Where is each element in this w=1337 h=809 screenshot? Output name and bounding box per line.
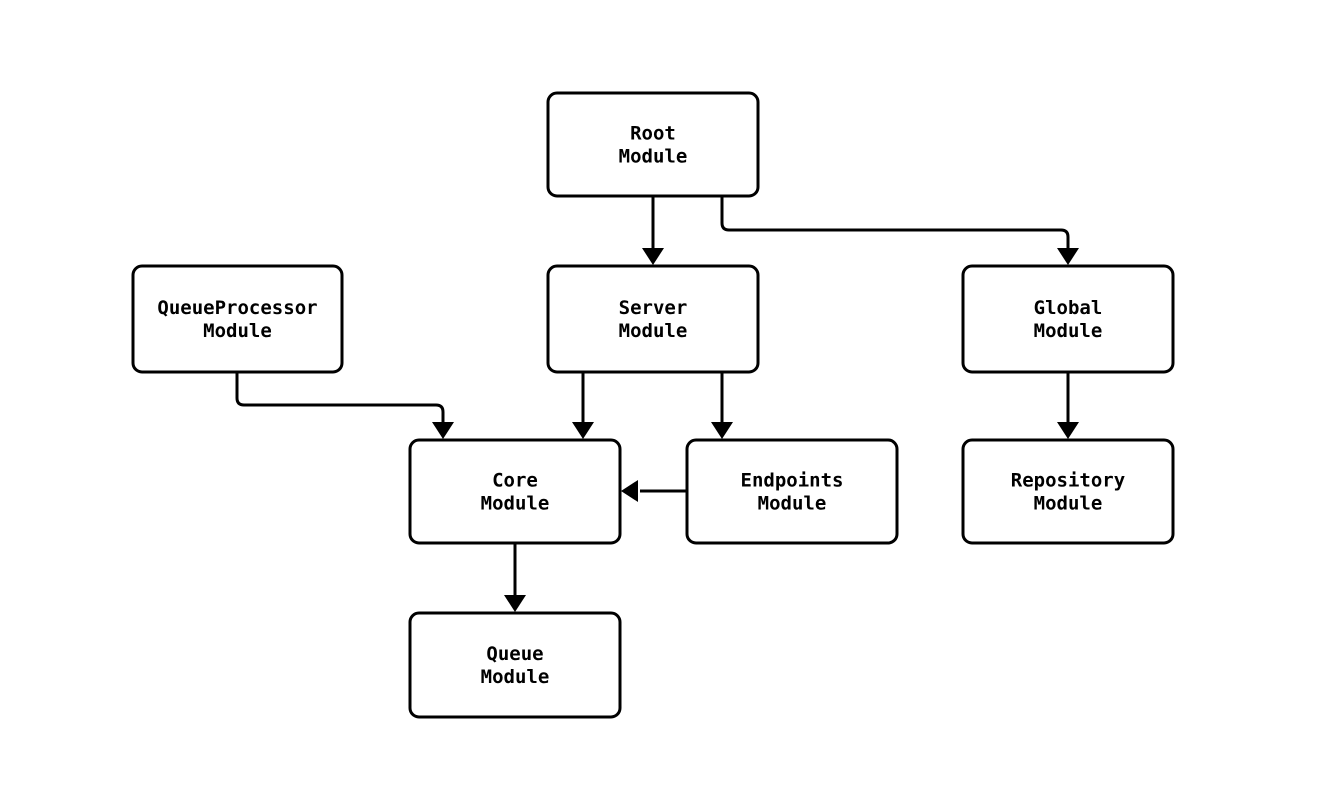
edge-line bbox=[720, 196, 1070, 250]
node-label-line1: Queue bbox=[486, 643, 543, 665]
node-label-line1: Global bbox=[1034, 297, 1103, 319]
node-label-line2: Module bbox=[1034, 492, 1103, 514]
node-label-line2: Module bbox=[203, 320, 272, 342]
edge-line bbox=[235, 372, 445, 424]
edge-global-to-repository bbox=[1057, 372, 1079, 439]
edges-layer bbox=[235, 196, 1079, 612]
edge-queueprocessor-to-core bbox=[235, 372, 454, 439]
node-box[interactable] bbox=[408, 438, 622, 545]
arrowhead-icon bbox=[432, 422, 454, 439]
edge-endpoints-to-core bbox=[621, 480, 687, 502]
node-label-line2: Module bbox=[1034, 320, 1103, 342]
node-box[interactable] bbox=[546, 91, 760, 198]
node-label-line1: Endpoints bbox=[741, 469, 844, 491]
node-label-line1: Server bbox=[619, 297, 688, 319]
node-label-line1: Core bbox=[492, 469, 538, 491]
node-label-line2: Module bbox=[619, 145, 688, 167]
node-box[interactable] bbox=[408, 611, 622, 719]
arrowhead-icon bbox=[642, 248, 664, 265]
node-label-line1: Root bbox=[630, 122, 676, 144]
edge-core-to-queue bbox=[504, 543, 526, 612]
node-box[interactable] bbox=[131, 264, 344, 374]
arrowhead-icon bbox=[711, 422, 733, 439]
node-box[interactable] bbox=[961, 264, 1175, 374]
arrowhead-icon bbox=[572, 422, 594, 439]
arrowhead-icon bbox=[621, 480, 638, 502]
node-label-line2: Module bbox=[758, 492, 827, 514]
arrowhead-icon bbox=[504, 595, 526, 612]
edge-root-to-server bbox=[642, 196, 664, 265]
edge-root-to-global bbox=[720, 196, 1079, 265]
arrowhead-icon bbox=[1057, 422, 1079, 439]
node-label-line2: Module bbox=[481, 666, 550, 688]
node-label-line2: Module bbox=[481, 492, 550, 514]
node-box[interactable] bbox=[961, 438, 1175, 545]
edge-server-to-core bbox=[572, 372, 594, 439]
node-label-line1: QueueProcessor bbox=[157, 297, 317, 319]
node-box[interactable] bbox=[546, 264, 760, 374]
arrowhead-icon bbox=[1057, 248, 1079, 265]
node-box[interactable] bbox=[685, 438, 899, 545]
edge-server-to-endpoints bbox=[711, 372, 733, 439]
node-label-line1: Repository bbox=[1011, 469, 1125, 491]
node-label-line2: Module bbox=[619, 320, 688, 342]
